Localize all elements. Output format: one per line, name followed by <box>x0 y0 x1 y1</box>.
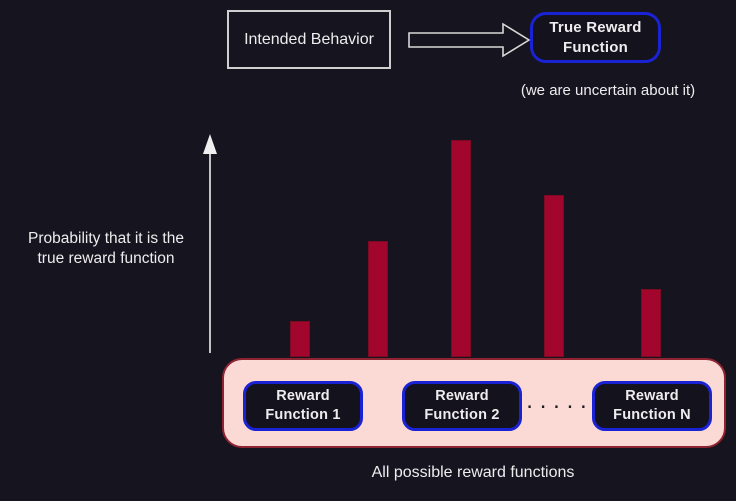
reward-function-2-label-line2: Function 2 <box>424 407 500 423</box>
intended-behavior-label: Intended Behavior <box>244 30 374 48</box>
reward-function-n-label-line1: Reward <box>625 388 679 405</box>
reward-function-1-label-line2: Function 1 <box>265 407 341 423</box>
reward-function-2-box: Reward Function 2 <box>402 381 522 431</box>
ellipsis-dots: ..... <box>525 396 593 412</box>
y-axis-label-line1: Probability that it is the <box>28 230 184 247</box>
reward-function-n-label-line2: Function N <box>613 407 691 423</box>
intended-behavior-box: Intended Behavior <box>227 10 391 69</box>
reward-function-1-box: Reward Function 1 <box>243 381 363 431</box>
reward-functions-container: Reward Function 1 Reward Function 2 ....… <box>222 358 726 448</box>
reward-function-2-label-line1: Reward <box>435 388 489 405</box>
reward-function-1-label-line1: Reward <box>276 388 330 405</box>
true-reward-function-box: True Reward Function <box>530 12 661 63</box>
true-reward-function-label-line2: Function <box>563 38 628 56</box>
probability-bar-4 <box>544 195 564 357</box>
probability-bar-5 <box>641 289 661 357</box>
probability-bar-3 <box>451 140 471 357</box>
reward-function-n-box: Reward Function N <box>592 381 712 431</box>
y-axis-label: Probability that it is the true reward f… <box>0 229 212 270</box>
right-arrow-icon <box>408 22 531 58</box>
true-reward-function-label-line1: True Reward <box>549 19 642 36</box>
y-axis-label-line2: true reward function <box>37 250 175 268</box>
y-axis-arrow-icon <box>203 134 217 353</box>
probability-bar-2 <box>368 241 388 357</box>
x-axis-caption: All possible reward functions <box>371 464 575 481</box>
probability-bar-1 <box>290 321 310 357</box>
uncertainty-note: (we are uncertain about it) <box>520 82 696 99</box>
